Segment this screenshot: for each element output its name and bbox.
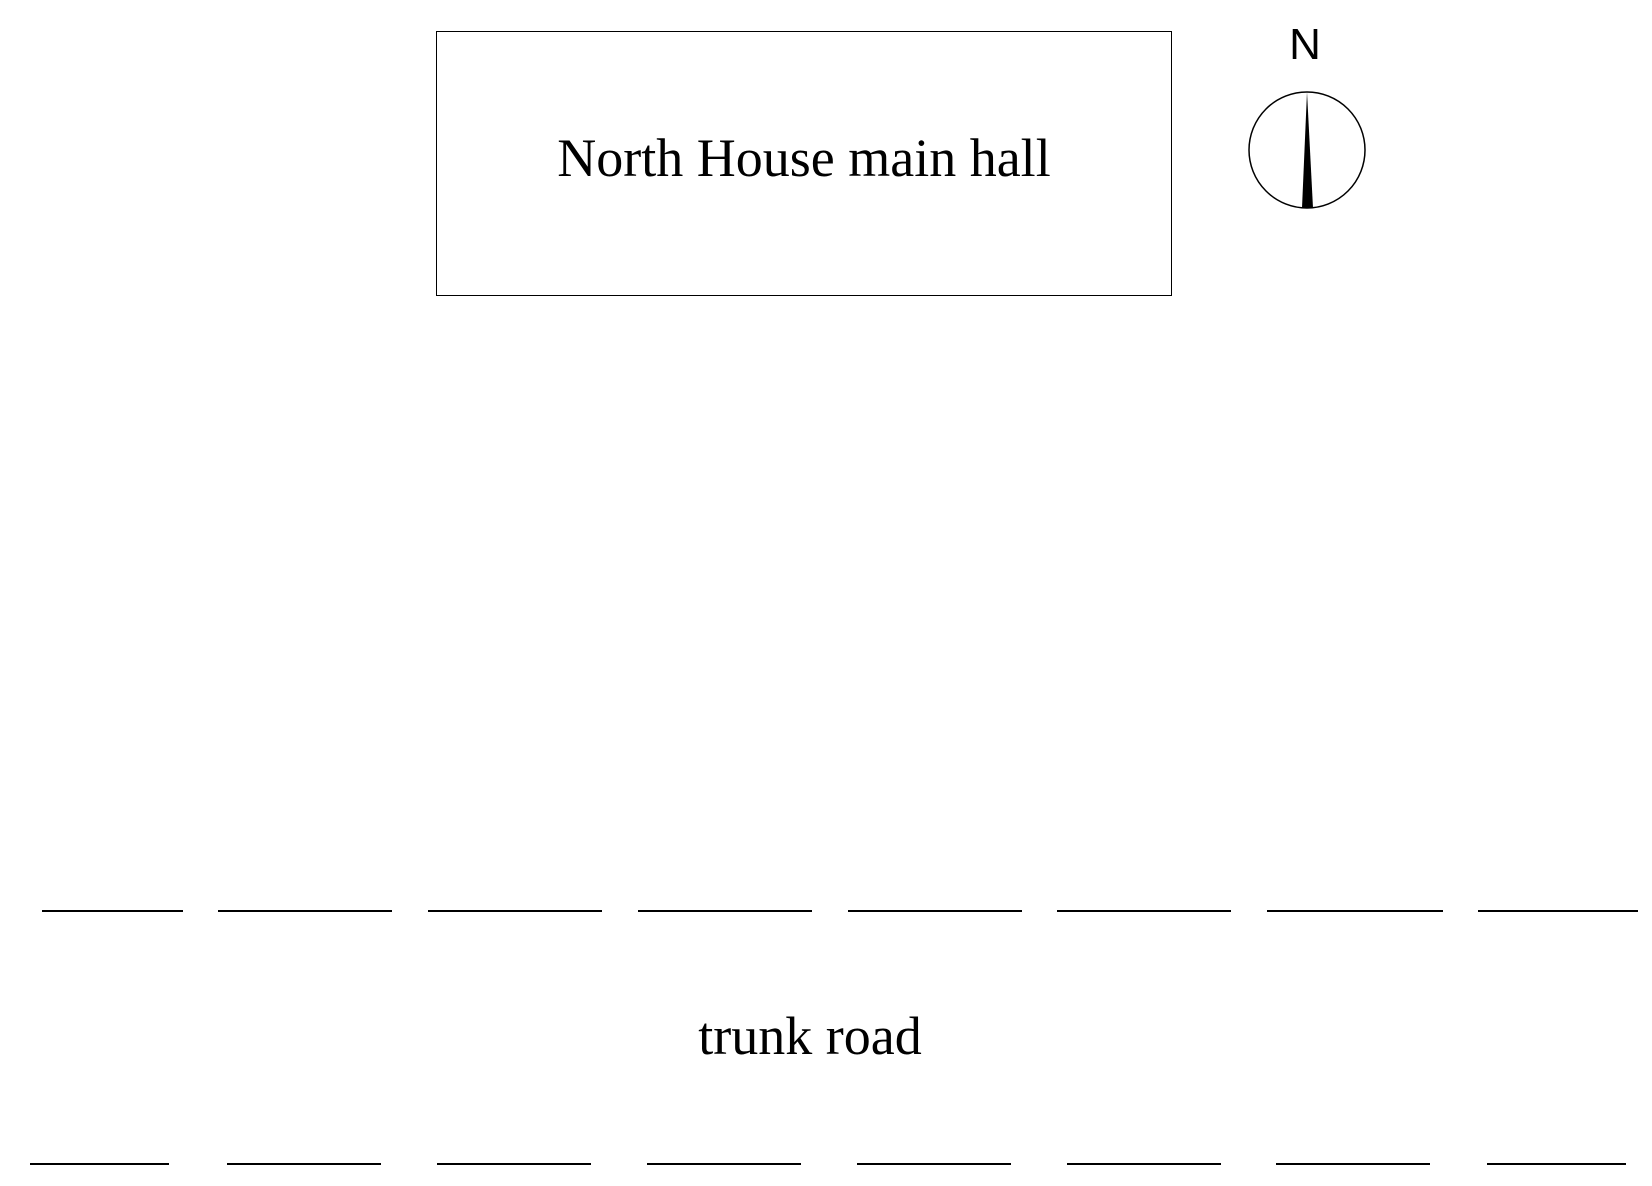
trunk-road-label: trunk road bbox=[698, 1006, 922, 1066]
road-edge-upper-dash bbox=[218, 910, 392, 912]
road-edge-lower-dash bbox=[30, 1163, 169, 1165]
road-edge-upper-dash bbox=[638, 910, 812, 912]
main-hall-building bbox=[436, 31, 1172, 296]
road-edge-lower-dash bbox=[437, 1163, 591, 1165]
road-edge-lower-dash bbox=[857, 1163, 1011, 1165]
road-edge-upper-dash bbox=[848, 910, 1022, 912]
road-edge-upper-dash bbox=[1057, 910, 1231, 912]
road-edge-upper-dash bbox=[1267, 910, 1443, 912]
road-edge-lower-dash bbox=[1487, 1163, 1626, 1165]
road-edge-upper-dash bbox=[42, 910, 183, 912]
road-edge-lower-dash bbox=[1276, 1163, 1430, 1165]
road-edge-lower-dash bbox=[1067, 1163, 1221, 1165]
main-hall-label: North House main hall bbox=[557, 128, 1051, 188]
north-arrow-icon bbox=[1248, 91, 1366, 209]
compass-north-letter: N bbox=[1289, 20, 1321, 69]
road-edge-upper-dash bbox=[1478, 910, 1638, 912]
road-edge-lower-dash bbox=[227, 1163, 381, 1165]
road-edge-lower-dash bbox=[647, 1163, 801, 1165]
road-edge-upper-dash bbox=[428, 910, 602, 912]
